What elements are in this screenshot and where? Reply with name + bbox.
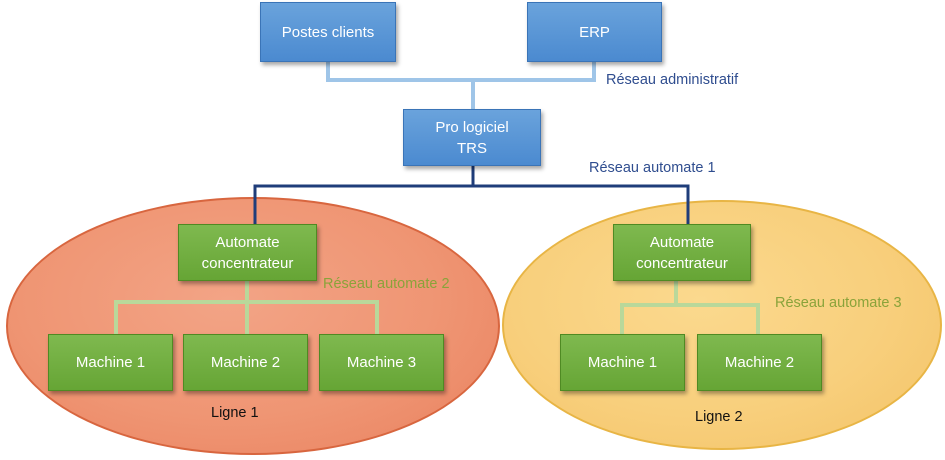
ligne-1-machine-1-box: Machine 1 (48, 334, 173, 391)
reseau-automate-2-label: Réseau automate 2 (323, 276, 450, 292)
postes-clients-box: Postes clients (260, 2, 396, 62)
ligne-1-machine-1-label: Machine 1 (75, 354, 146, 371)
ligne-1-machine-2-box: Machine 2 (183, 334, 308, 391)
pro-logiciel-trs-label: Pro logiciel TRS (435, 118, 509, 157)
automate-concentrateur-1-box: Automate concentrateur (178, 224, 317, 281)
ligne-1-machine-2-label: Machine 2 (210, 354, 281, 371)
postes-clients-label: Postes clients (281, 23, 375, 41)
automate-concentrateur-1-label: Automate concentrateur (201, 233, 294, 272)
erp-label: ERP (579, 23, 610, 41)
ligne-1-label: Ligne 1 (211, 405, 259, 421)
reseau-administratif-line (326, 62, 596, 82)
ligne-2-machine-1-box: Machine 1 (560, 334, 685, 391)
automate-concentrateur-2-label: Automate concentrateur (636, 233, 728, 272)
reseau-automate-3-label: Réseau automate 3 (775, 295, 902, 311)
pro-logiciel-trs-box: Pro logiciel TRS (403, 109, 541, 166)
automate-concentrateur-2-box: Automate concentrateur (613, 224, 751, 281)
reseau-automate-1-line (253, 184, 690, 224)
ligne-2-machine-2-box: Machine 2 (697, 334, 822, 391)
reseau-automate-3-line (620, 303, 760, 334)
ligne-2-machine-2-label: Machine 2 (724, 354, 795, 371)
reseau-automate-1-label: Réseau automate 1 (589, 160, 716, 176)
reseau-administratif-label: Réseau administratif (606, 72, 739, 88)
ligne-2-machine-1-label: Machine 1 (587, 354, 658, 371)
ligne-1-machine-3-box: Machine 3 (319, 334, 444, 391)
ligne-2-label: Ligne 2 (695, 409, 743, 425)
erp-box: ERP (527, 2, 662, 62)
ligne-1-machine-3-label: Machine 3 (346, 354, 417, 371)
